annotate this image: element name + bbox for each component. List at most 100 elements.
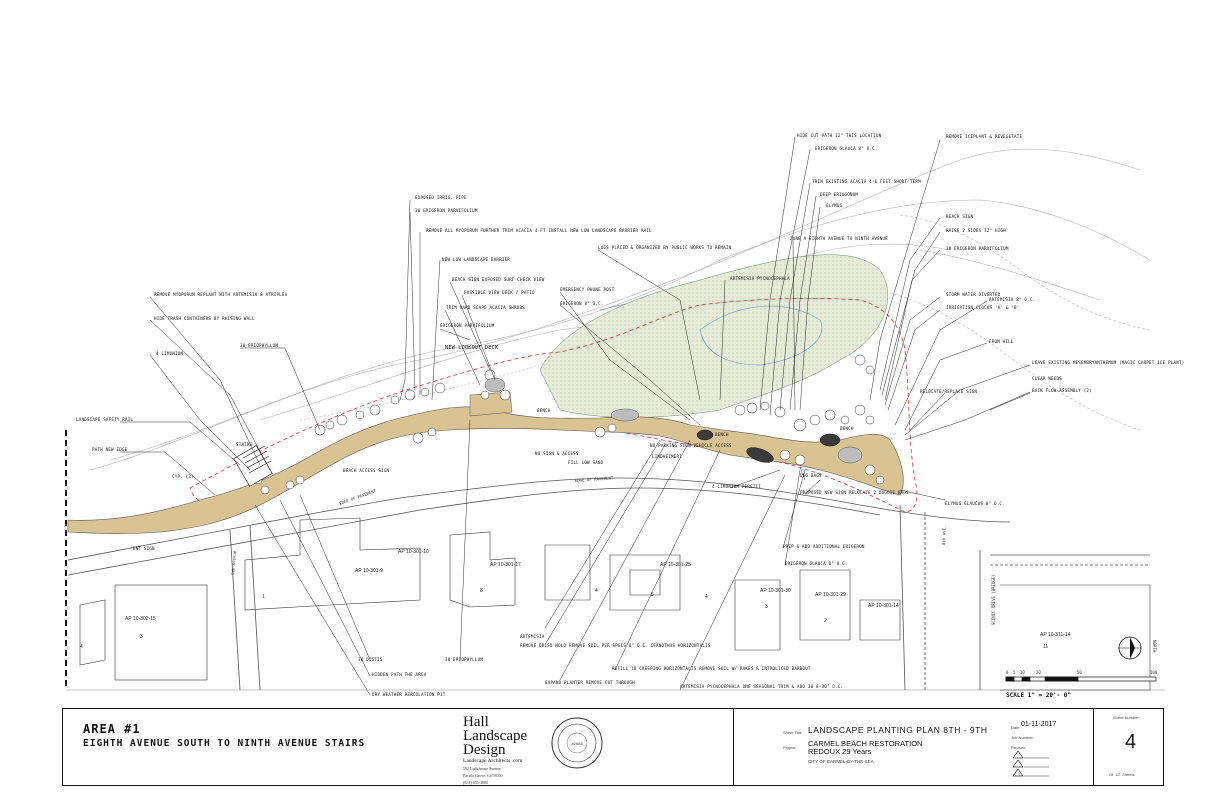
svg-text:10: 10 [1020,670,1025,675]
svg-text:NEW LOOKOUT DECK: NEW LOOKOUT DECK [445,345,499,351]
firm-name-line3: Design [463,742,506,758]
svg-text:NEW LOW LANDSCAPE BARRIER: NEW LOW LANDSCAPE BARRIER [442,257,510,262]
svg-text:ERIGERON GLAUCA 8" O.C.: ERIGERON GLAUCA 8" O.C. [815,146,878,151]
svg-text:ARTEMISIA 8" O.C.: ARTEMISIA 8" O.C. [989,297,1035,302]
svg-text:ELYMUS GLAUCUS 8" O.C.: ELYMUS GLAUCUS 8" O.C. [945,501,1005,506]
architect-seal: #2683 [551,717,603,769]
svg-text:NO SIGN & ACCESS: NO SIGN & ACCESS [535,451,579,456]
job-number-label: Job Number [1011,735,1033,740]
svg-text:5: 5 [651,592,654,598]
firm-tagline: Landscape Architects .com [463,758,523,764]
svg-text:AP 10-301-10: AP 10-301-10 [398,549,429,555]
svg-text:BACK FLOW ASSEMBLY (2): BACK FLOW ASSEMBLY (2) [1032,388,1092,393]
project-title: CARMEL BEACH RESTORATION [808,739,923,748]
sheet-title: LANDSCAPE PLANTING PLAN 8TH - 9TH [808,725,988,735]
firm-logo: Hall Landscape Design Landscape Architec… [463,714,545,786]
svg-text:30 ERIGERON PARVIFOLIUM: 30 ERIGERON PARVIFOLIUM [946,246,1009,251]
svg-text:STORM WATER DIVERTED: STORM WATER DIVERTED [946,292,1001,297]
svg-text:PROPOSED NEW SIGN RELOCATE 2 D: PROPOSED NEW SIGN RELOCATE 2 DOGGIE BAGS [800,490,909,495]
svg-text:REFILL 18 CREEPING HORIZONTALI: REFILL 18 CREEPING HORIZONTALIS REMOVE S… [612,666,811,671]
svg-text:3: 3 [765,604,768,610]
svg-text:BENCH: BENCH [715,432,729,437]
sheet-number: 4 [1125,731,1137,753]
svg-text:11: 11 [1043,644,1048,650]
beach-path [67,406,904,534]
svg-text:STAIRS: STAIRS [236,442,253,447]
scale-bar [1005,676,1157,682]
svg-text:4 LIMONIUM PEREZII: 4 LIMONIUM PEREZII [712,484,761,489]
parcel-lines [79,517,1151,691]
svg-text:DRY WEATHER PERCOLATION PIT: DRY WEATHER PERCOLATION PIT [372,692,446,697]
svg-text:RAISE 2 SIDES 12" HIGH: RAISE 2 SIDES 12" HIGH [946,228,1006,233]
svg-text:ERIGERON PARVIFOLIUM: ERIGERON PARVIFOLIUM [440,323,495,328]
svg-text:ERIGERON GLAUCA 8" O.C.: ERIGERON GLAUCA 8" O.C. [785,561,848,566]
date-value: 01-11-2017 [1021,721,1057,728]
svg-text:RELOCATE/REPLACE SIGN: RELOCATE/REPLACE SIGN [920,389,977,394]
svg-text:AP 10-301-25: AP 10-301-25 [660,562,691,568]
svg-text:HIDE CUT PATH 12" THIS LOCATIO: HIDE CUT PATH 12" THIS LOCATION [797,133,882,138]
svg-text:CYP. (3): CYP. (3) [172,474,194,479]
svg-text:TRIM EXISTING ACACIA 4-6 FEET: TRIM EXISTING ACACIA 4-6 FEET SHORT TERM [812,179,921,184]
svg-text:DEEP ERIOGONUM: DEEP ERIOGONUM [820,192,858,197]
svg-text:PREP & ADD ADDITIONAL ERIGERON: PREP & ADD ADDITIONAL ERIGERON [783,544,865,549]
svg-text:BENCH: BENCH [840,426,854,431]
svg-text:REMOVE ICEPLANT & REVEGETATE: REMOVE ICEPLANT & REVEGETATE [946,134,1022,139]
dark-plant-masses [696,429,841,463]
svg-text:30 ERIOPHYLLUM: 30 ERIOPHYLLUM [240,343,278,348]
svg-text:4 LIMONIUM: 4 LIMONIUM [156,351,183,356]
svg-text:ARTEMISIA: ARTEMISIA [520,634,545,639]
callout-labels: LANDSCAPE SAFETY RAIL PATH NEW EDGE REMO… [76,133,1184,697]
svg-text:REMOVE MYOPORUM REPLANT WITH A: REMOVE MYOPORUM REPLANT WITH ARTEMISIA &… [154,292,288,297]
svg-text:FILL LOW SAND: FILL LOW SAND [568,460,604,465]
svg-text:IRRIGATION CLOCKS 'A' & 'B': IRRIGATION CLOCKS 'A' & 'B' [946,305,1019,310]
title-block: AREA #1 EIGHTH AVENUE SOUTH TO NINTH AVE… [62,708,1164,786]
gray-plant-masses [484,377,863,464]
parcel-labels: AP 10-302-15 3 AP 10-301-9 1 AP 10-301-1… [80,549,1071,650]
svg-text:PATH NEW EDGE: PATH NEW EDGE [92,447,128,452]
svg-text:ERIGERON 8" O.C.: ERIGERON 8" O.C. [560,301,604,306]
revised-label: Revised [1011,745,1026,750]
svg-text:ARTEMISIA PYCNOCEPHALA ONE SEA: ARTEMISIA PYCNOCEPHALA ONE SEASONAL TRIM… [680,684,843,689]
city-name: CITY OF CARMEL-BY-THE-SEA [808,759,874,764]
street-ninth-avenue: 9th Avenue [230,550,237,575]
svg-text:5: 5 [1013,670,1016,675]
title-block-divider-1 [733,709,734,785]
svg-text:HIDE TRASH CONTAINERS BY RAISI: HIDE TRASH CONTAINERS BY RAISING WALL [154,316,255,321]
site-labels: NEW LOOKOUT DECK BENCH BENCH BENCH BEACH… [172,345,854,479]
svg-text:EXPAND PLANTER REMOVE CUT THRO: EXPAND PLANTER REMOVE CUT THROUGH [545,680,635,685]
svg-text:50: 50 [1077,670,1082,675]
firm-name-line1: Hall [463,714,489,730]
svg-text:20: 20 [1036,670,1041,675]
svg-text:BEACH SIGN: BEACH SIGN [946,214,973,219]
project-label: Project [783,745,796,750]
svg-text:CLEAR WEEDS: CLEAR WEEDS [1032,376,1062,381]
svg-text:BEACH SIGN EXPOSED SURF CHECK: BEACH SIGN EXPOSED SURF CHECK VIEW [452,277,545,282]
svg-text:LOGS PLACED & ORGANIZED BY PUB: LOGS PLACED & ORGANIZED BY PUBLIC WORKS … [598,245,732,250]
svg-text:AP 10-302-15: AP 10-302-15 [125,616,156,622]
svg-text:1: 1 [262,594,265,600]
svg-text:POSSIBLE VIEW DECK / PATIO: POSSIBLE VIEW DECK / PATIO [464,290,535,295]
project-subtitle: REDOUX 29 Years [808,747,872,756]
svg-text:AP 10-301-30: AP 10-301-30 [760,588,791,594]
svg-text:EMERGENCY PHONE POST: EMERGENCY PHONE POST [560,287,615,292]
svg-text:ARTEMISIA PYCNOCEPHALA: ARTEMISIA PYCNOCEPHALA [730,276,790,281]
svg-text:30 ERIGERON PARVIFOLIUM: 30 ERIGERON PARVIFOLIUM [415,208,478,213]
callout-leaders [120,136,1031,696]
firm-address2: Pacific Grove, Ca 93950 [463,773,503,778]
svg-text:REMOVE ALL MYOPORUM FURTHER TR: REMOVE ALL MYOPORUM FURTHER TRIM ACACIA … [426,228,652,233]
svg-text:100: 100 [1150,670,1158,675]
svg-text:0: 0 [1006,670,1009,675]
svg-text:AP 10-301-9: AP 10-301-9 [355,568,383,574]
svg-text:AP 10-311-14: AP 10-311-14 [1040,632,1071,638]
svg-text:4: 4 [705,594,708,600]
area-subtitle: EIGHTH AVENUE SOUTH TO NINTH AVENUE STAI… [83,738,366,749]
north-label: NORTH [1152,640,1157,653]
scenic-road-label: SCENIC DRIVE (BRIDGE) [991,574,996,625]
title-block-divider-2 [1093,709,1094,785]
svg-text:4: 4 [595,588,598,594]
date-label: Date [1011,725,1020,730]
svg-text:3: 3 [140,634,143,640]
north-arrow [1118,636,1142,660]
revision-triangles [1012,750,1049,777]
project-name: CARMEL BEACH RESTORATION REDOUX 29 Years [808,740,922,756]
